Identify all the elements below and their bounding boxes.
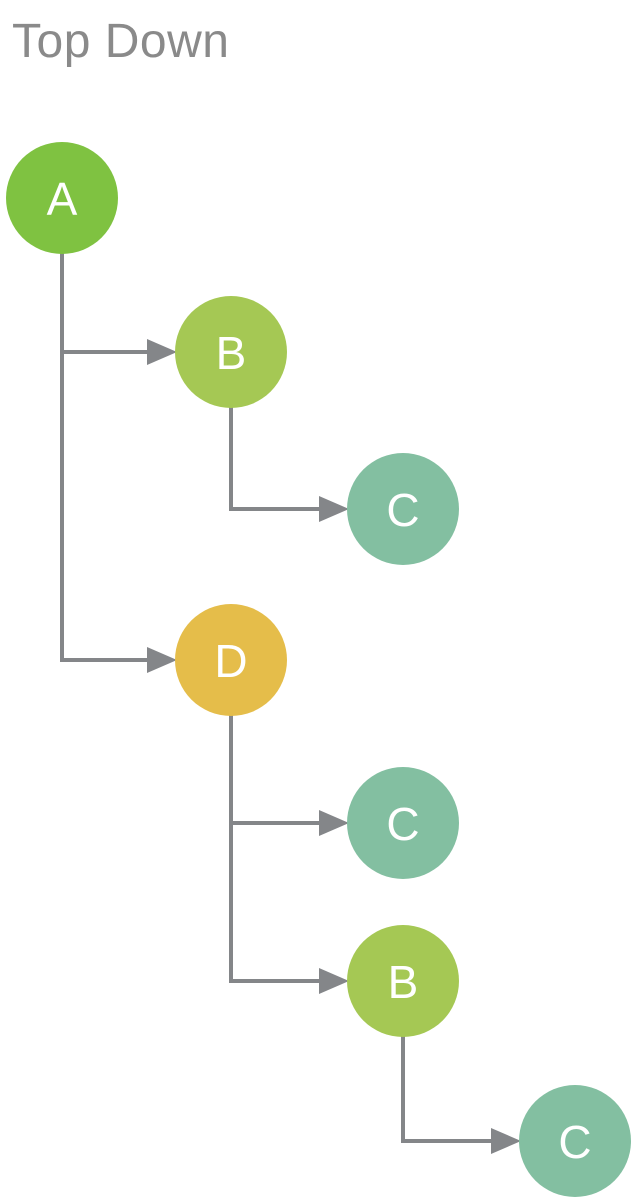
node-circle-C3 [519,1085,631,1197]
node-C3: C [519,1085,631,1197]
node-B2: B [347,925,459,1037]
edge-D1-B2 [229,714,321,983]
node-label-C3: C [558,1116,591,1168]
edge-A-D1 [60,252,149,662]
node-C1: C [347,453,459,565]
node-label-A: A [47,173,78,225]
node-label-B1: B [216,327,247,379]
arrowhead-A-B1 [147,339,177,365]
edge-D1-C2 [229,714,321,825]
node-B1: B [175,296,287,408]
arrowhead-B1-C1 [319,496,349,522]
node-circle-D1 [175,604,287,716]
arrowhead-B2-C3 [491,1128,521,1154]
node-circle-B2 [347,925,459,1037]
edge-A-B1 [60,252,149,354]
node-C2: C [347,767,459,879]
node-circle-C2 [347,767,459,879]
node-label-D1: D [214,635,247,687]
node-A: A [6,142,118,254]
node-label-C1: C [386,484,419,536]
arrowhead-D1-B2 [319,968,349,994]
arrowhead-D1-C2 [319,810,349,836]
edge-B2-C3 [401,1035,493,1143]
node-label-B2: B [388,956,419,1008]
node-circle-A [6,142,118,254]
node-label-C2: C [386,798,419,850]
node-D1: D [175,604,287,716]
arrowhead-A-D1 [147,647,177,673]
node-circle-C1 [347,453,459,565]
edge-B1-C1 [229,406,321,511]
node-circle-B1 [175,296,287,408]
diagram-title: Top Down [12,15,230,68]
